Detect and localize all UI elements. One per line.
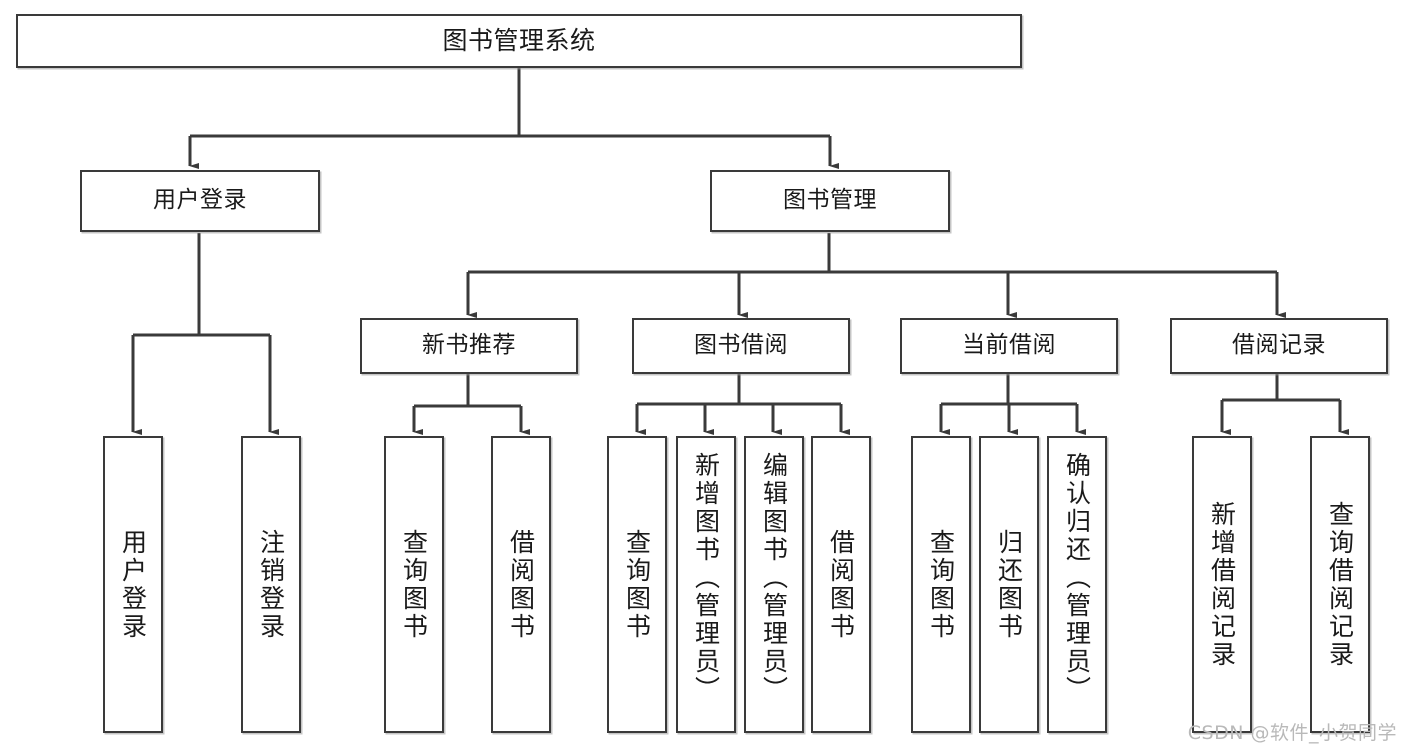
- leaf-logout-login[interactable]: 注销登录: [241, 436, 301, 733]
- leaf-borrow-book-2-label: 借阅图书: [826, 528, 856, 641]
- leaf-query-book-1-label: 查询图书: [399, 528, 429, 641]
- leaf-edit-book-admin-label: 编辑图书（管理员）: [759, 452, 789, 704]
- node-user-login[interactable]: 用户登录: [80, 170, 320, 232]
- leaf-query-book-1[interactable]: 查询图书: [384, 436, 444, 733]
- leaf-return-book[interactable]: 归还图书: [979, 436, 1039, 733]
- leaf-confirm-return-admin[interactable]: 确认归还（管理员）: [1047, 436, 1107, 733]
- node-book-borrow[interactable]: 图书借阅: [632, 318, 850, 374]
- leaf-add-book-admin-label: 新增图书（管理员）: [691, 452, 721, 704]
- leaf-query-book-3-label: 查询图书: [926, 528, 956, 641]
- leaf-borrow-book-1[interactable]: 借阅图书: [491, 436, 551, 733]
- watermark-text: CSDN @软件_小贺同学: [1187, 722, 1397, 744]
- leaf-edit-book-admin[interactable]: 编辑图书（管理员）: [744, 436, 804, 733]
- leaf-user-login-label: 用户登录: [118, 528, 148, 641]
- node-borrow-record-label: 借阅记录: [1232, 332, 1326, 359]
- leaf-borrow-book-2[interactable]: 借阅图书: [811, 436, 871, 733]
- node-book-management-label: 图书管理: [783, 187, 877, 214]
- leaf-query-borrow-record[interactable]: 查询借阅记录: [1310, 436, 1370, 733]
- leaf-logout-login-label: 注销登录: [256, 528, 286, 641]
- node-current-borrow-label: 当前借阅: [962, 332, 1056, 359]
- node-new-book-recommend-label: 新书推荐: [422, 332, 516, 359]
- leaf-user-login[interactable]: 用户登录: [103, 436, 163, 733]
- leaf-query-book-2[interactable]: 查询图书: [607, 436, 667, 733]
- leaf-add-book-admin[interactable]: 新增图书（管理员）: [676, 436, 736, 733]
- node-book-management[interactable]: 图书管理: [710, 170, 950, 232]
- node-current-borrow[interactable]: 当前借阅: [900, 318, 1118, 374]
- node-user-login-label: 用户登录: [153, 187, 247, 214]
- leaf-confirm-return-admin-label: 确认归还（管理员）: [1062, 452, 1092, 704]
- leaf-return-book-label: 归还图书: [994, 528, 1024, 641]
- leaf-query-borrow-record-label: 查询借阅记录: [1325, 500, 1355, 669]
- leaf-borrow-book-1-label: 借阅图书: [506, 528, 536, 641]
- leaf-query-book-3[interactable]: 查询图书: [911, 436, 971, 733]
- leaf-query-book-2-label: 查询图书: [622, 528, 652, 641]
- node-root-system[interactable]: 图书管理系统: [16, 14, 1022, 68]
- node-book-borrow-label: 图书借阅: [694, 332, 788, 359]
- leaf-add-borrow-record[interactable]: 新增借阅记录: [1192, 436, 1252, 733]
- node-new-book-recommend[interactable]: 新书推荐: [360, 318, 578, 374]
- node-borrow-record[interactable]: 借阅记录: [1170, 318, 1388, 374]
- node-root-system-label: 图书管理系统: [442, 26, 596, 55]
- leaf-add-borrow-record-label: 新增借阅记录: [1207, 500, 1237, 669]
